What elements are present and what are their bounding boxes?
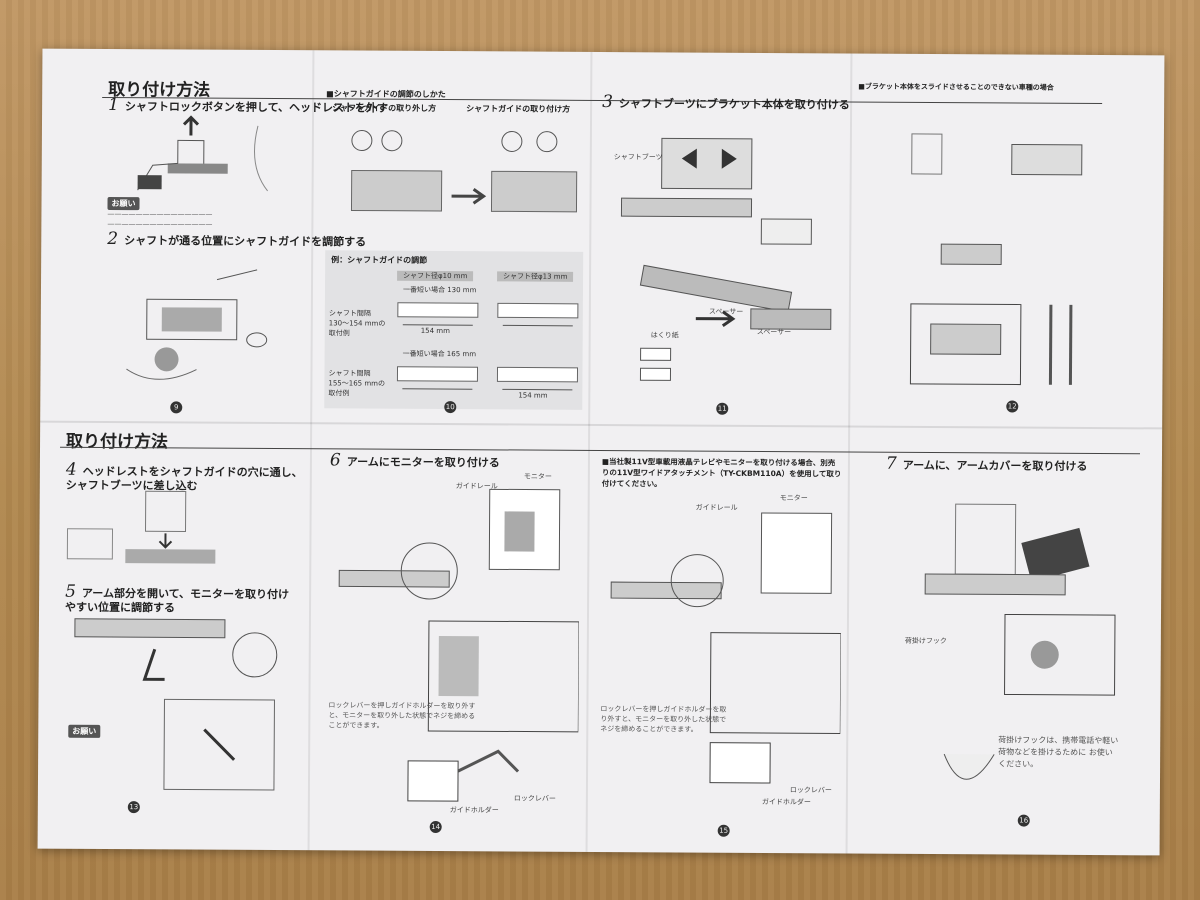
dimension-diagrams <box>396 302 579 391</box>
dim-154: 154 mm <box>420 326 450 336</box>
page-number: 16 <box>1017 814 1030 827</box>
page-number: 12 <box>1006 400 1019 413</box>
wide-attachment-illustration <box>610 512 842 784</box>
label-release-paper: はくり紙 <box>650 331 679 340</box>
label-monitor-2: モニター <box>779 494 808 503</box>
label-guide-holder: ガイドホルダー <box>449 806 499 815</box>
guide-removal-heading: シャフトガイドの取り外し方 <box>332 103 437 113</box>
example-heading: 例：シャフトガイドの調節 <box>331 255 428 265</box>
hook-usage-note: 荷掛けフックは、携帯電話や軽い荷物などを掛けるために お使いください。 <box>998 735 1119 769</box>
label-spacer-2: スペーサー <box>756 327 792 337</box>
row-155-label: シャフト間隔 155〜165 mmの取付例 <box>328 369 386 398</box>
panel-2-heading: ■シャフトガイドの調節のしかた <box>326 89 446 100</box>
label-luggage-hook: 荷掛けフック <box>904 636 947 646</box>
label-shaft-boot: シャフトブーツ <box>613 153 663 162</box>
fold-line <box>585 51 593 852</box>
page-number: 9 <box>170 401 183 414</box>
column-shaft-13: シャフト径φ13 mm <box>497 271 574 282</box>
label-spacer: スペーサー <box>708 307 744 316</box>
monitor-attach-illustration <box>338 488 580 802</box>
bracket-attach-illustration <box>620 137 832 381</box>
headrest-removal-illustration <box>137 115 268 192</box>
label-guide-rail-2: ガイドレール <box>695 503 738 512</box>
fold-line <box>40 420 1163 430</box>
lock-lever-note-2: ロックレバーを押しガイドホルダーを取り外すと、モニターを取り外した状態でネジを締… <box>600 705 727 734</box>
label-guide-holder-2: ガイドホルダー <box>761 797 811 807</box>
dim-154b: 154 mm <box>518 391 548 400</box>
label-guide-rail: ガイドレール <box>455 482 498 491</box>
guide-attach-heading: シャフトガイドの取り付け方 <box>466 104 571 114</box>
fold-line <box>845 53 853 854</box>
caution-badge-lower: お願い <box>68 724 101 738</box>
label-lock-lever-2: ロックレバー <box>789 786 832 795</box>
panel-4-heading: ■ブラケット本体をスライドさせることのできない車種の場合 <box>858 82 1054 92</box>
non-slide-vehicle-illustration <box>909 133 1083 386</box>
label-monitor: モニター <box>523 472 552 481</box>
page-number: 13 <box>127 801 140 814</box>
headrest-insert-illustration <box>66 490 216 564</box>
page-number: 15 <box>717 824 730 837</box>
fold-line <box>307 50 315 851</box>
arm-cover-illustration <box>924 503 1116 780</box>
row-130-note: 一番短い場合 130 mm <box>402 285 477 295</box>
arm-adjust-illustration <box>74 618 278 791</box>
page-number: 11 <box>716 402 729 415</box>
page-number: 10 <box>444 401 457 414</box>
panel-7-heading: ■当社製11V型車載用液晶テレビやモニターを取り付ける場合、別売りの11V型ワイ… <box>601 457 842 489</box>
caution-note: —————————————————————————————— <box>107 209 213 229</box>
label-lock-lever: ロックレバー <box>513 794 556 803</box>
guide-adjust-illustration <box>350 130 578 213</box>
column-shaft-10: シャフト径φ10 mm <box>397 270 474 282</box>
row-130-label: シャフト間隔 130〜154 mmの取付例 <box>328 309 386 338</box>
shaft-guide-illustration <box>126 269 268 380</box>
lock-lever-note: ロックレバーを押しガイドホルダーを取り外すと、モニターを取り外した状態でネジを締… <box>328 701 476 730</box>
page-number: 14 <box>429 820 442 834</box>
